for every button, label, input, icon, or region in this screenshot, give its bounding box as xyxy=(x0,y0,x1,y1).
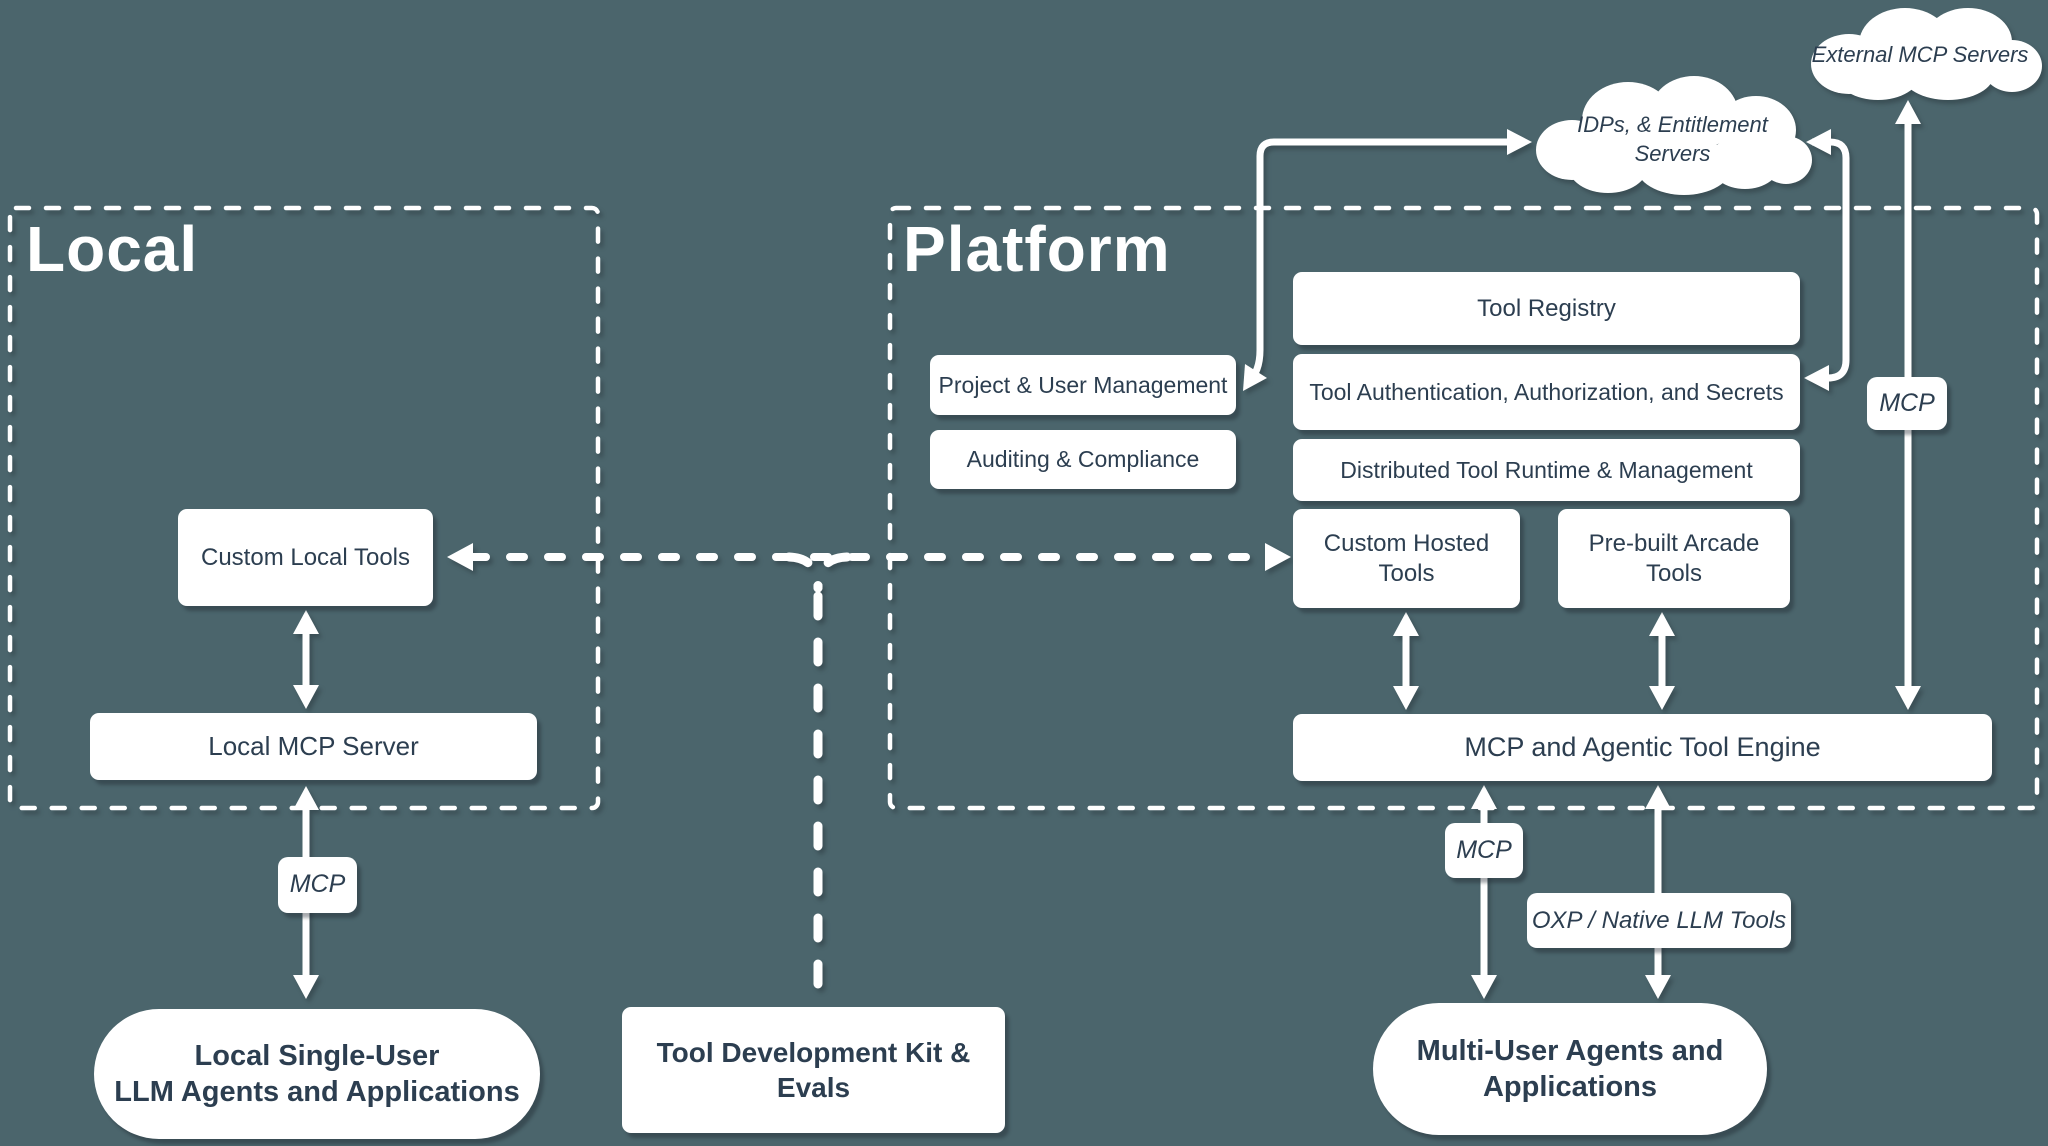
auditing-compliance-box: Auditing & Compliance xyxy=(930,430,1236,489)
local-agents-line1: Local Single-User xyxy=(194,1039,440,1072)
arrow-custom-local-to-local-mcp xyxy=(293,610,319,709)
custom-local-tools-box: Custom Local Tools xyxy=(178,509,433,606)
tool-dev-kit-box: Tool Development Kit & Evals xyxy=(622,1007,1005,1133)
idps-label-line2: Servers xyxy=(1634,141,1711,166)
tool-authentication-box: Tool Authentication, Authorization, and … xyxy=(1293,354,1800,430)
project-user-management-box: Project & User Management xyxy=(930,355,1236,415)
mcp-label-local: MCP xyxy=(278,857,357,913)
mcp-label-engine: MCP xyxy=(1445,823,1523,878)
local-agents-pill: Local Single-User LLM Agents and Applica… xyxy=(94,1009,540,1139)
external-mcp-servers-label: External MCP Servers xyxy=(1811,41,2029,67)
arrow-engine-to-multi-oxp xyxy=(1645,785,1671,999)
mcp-engine-box: MCP and Agentic Tool Engine xyxy=(1293,714,1992,781)
dashed-arrow-local-tools-to-hosted-tools xyxy=(447,543,1291,571)
idps-servers-label: IDPs, & Entitlement Servers xyxy=(1545,105,1800,175)
multi-user-agents-pill: Multi-User Agents and Applications xyxy=(1373,1003,1767,1135)
distributed-runtime-box: Distributed Tool Runtime & Management xyxy=(1293,439,1800,501)
local-mcp-server-box: Local MCP Server xyxy=(90,713,537,780)
multi-user-agents-line1: Multi-User Agents and xyxy=(1416,1034,1724,1067)
arrow-toolauth-to-idps xyxy=(1804,129,1850,391)
dashed-link-to-tool-dev-kit xyxy=(784,552,852,1005)
mcp-label-external: MCP xyxy=(1867,377,1947,430)
custom-hosted-tools-box: Custom Hosted Tools xyxy=(1293,509,1520,608)
arrow-prebuilt-to-engine xyxy=(1649,612,1675,710)
idps-label-line1: IDPs, & Entitlement xyxy=(1577,112,1768,138)
arrow-project-to-idps xyxy=(1243,129,1532,391)
platform-region-title: Platform xyxy=(903,213,1171,285)
platform-region-border xyxy=(887,205,2040,811)
prebuilt-arcade-tools-box: Pre-built Arcade Tools xyxy=(1558,509,1790,608)
idps-cloud xyxy=(1536,76,1812,195)
oxp-native-llm-tools-label: OXP / Native LLM Tools xyxy=(1527,893,1791,948)
multi-user-agents-line2: Applications xyxy=(1482,1071,1657,1103)
local-region-title: Local xyxy=(26,213,199,285)
local-agents-line2: LLM Agents and Applications xyxy=(114,1076,520,1108)
arrow-custom-hosted-to-engine xyxy=(1393,612,1419,710)
arrow-engine-to-multi-mcp xyxy=(1471,785,1497,999)
tool-registry-box: Tool Registry xyxy=(1293,272,1800,345)
external-mcp-servers-cloud xyxy=(1811,8,2042,100)
